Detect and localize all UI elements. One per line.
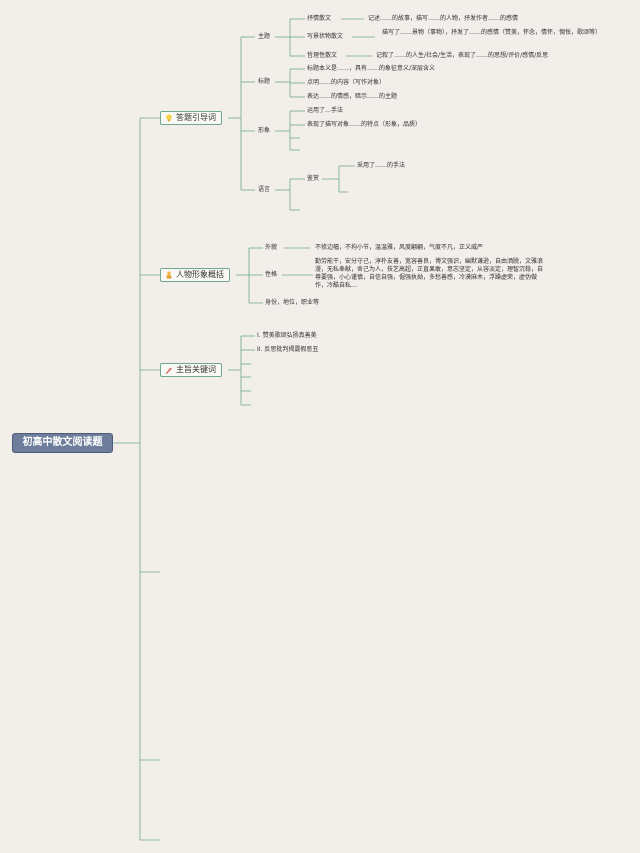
branch-character-summary[interactable]: 人物形象概括	[160, 268, 230, 282]
lightbulb-icon	[166, 114, 172, 122]
keyword-item[interactable]: I. 赞美歌颂弘扬真善美	[257, 332, 317, 339]
theme-item-name[interactable]: 写景状物散文	[307, 33, 344, 40]
personality-text[interactable]: 勤劳能干，安分守己，淳朴友善，宽容善良，博文强识，幽默谦逊，自由洒脱，文雅浪漫，…	[315, 258, 544, 289]
node-appearance[interactable]: 外貌	[265, 244, 278, 251]
theme-item-desc[interactable]: 描写了……景物（事物），抒发了……的感情（赞美，怀念，情怀，惆怅，歌颂等）	[382, 29, 602, 36]
theme-item-desc[interactable]: 记叙了……的人生/社会/生活，表现了……的思想/评价/感情/反思	[376, 52, 549, 59]
image-item[interactable]: 表现了描写对象……的特点（形象，品质）	[307, 121, 422, 128]
branch-answer-guide[interactable]: 答题引导词	[160, 111, 222, 125]
language-sub[interactable]: 鉴赏	[307, 175, 320, 182]
keyword-item[interactable]: II. 反思批判揭露假恶丑	[257, 346, 319, 353]
title-item[interactable]: 点明……的内容（写作对象）	[307, 79, 386, 86]
image-item[interactable]: 运用了…手法	[307, 107, 344, 114]
node-personality[interactable]: 性格	[265, 271, 278, 278]
root-topic[interactable]: 初高中散文阅读题	[12, 433, 113, 453]
theme-item-name[interactable]: 哲理性散文	[307, 52, 338, 59]
node-identity[interactable]: 身份，地位，职业等	[265, 299, 320, 306]
person-icon	[166, 271, 172, 279]
branch-label: 主旨关键词	[176, 365, 216, 374]
node-language[interactable]: 语言	[258, 186, 271, 193]
branch-label: 答题引导词	[176, 113, 216, 122]
pen-icon	[165, 367, 172, 374]
theme-item-desc[interactable]: 记述……的故事，描写……的人物，抒发作者……的感情	[368, 15, 519, 22]
branch-label: 人物形象概括	[176, 270, 224, 279]
language-sub-item[interactable]: 采用了……的手法	[357, 162, 406, 169]
title-item[interactable]: 表达……的情感，暗示……的主题	[307, 93, 398, 100]
appearance-text[interactable]: 不修边幅，不拘小节，温温雅，风度翩翩，气度不凡，正义威严	[315, 244, 484, 251]
title-item[interactable]: 标题本义是……，具有……的象征意义/深层含义	[307, 65, 436, 72]
node-theme[interactable]: 主题	[258, 33, 271, 40]
theme-item-name[interactable]: 抒情散文	[307, 15, 332, 22]
node-image[interactable]: 形象	[258, 127, 271, 134]
branch-theme-keywords[interactable]: 主旨关键词	[160, 363, 222, 377]
node-title[interactable]: 标题	[258, 78, 271, 85]
